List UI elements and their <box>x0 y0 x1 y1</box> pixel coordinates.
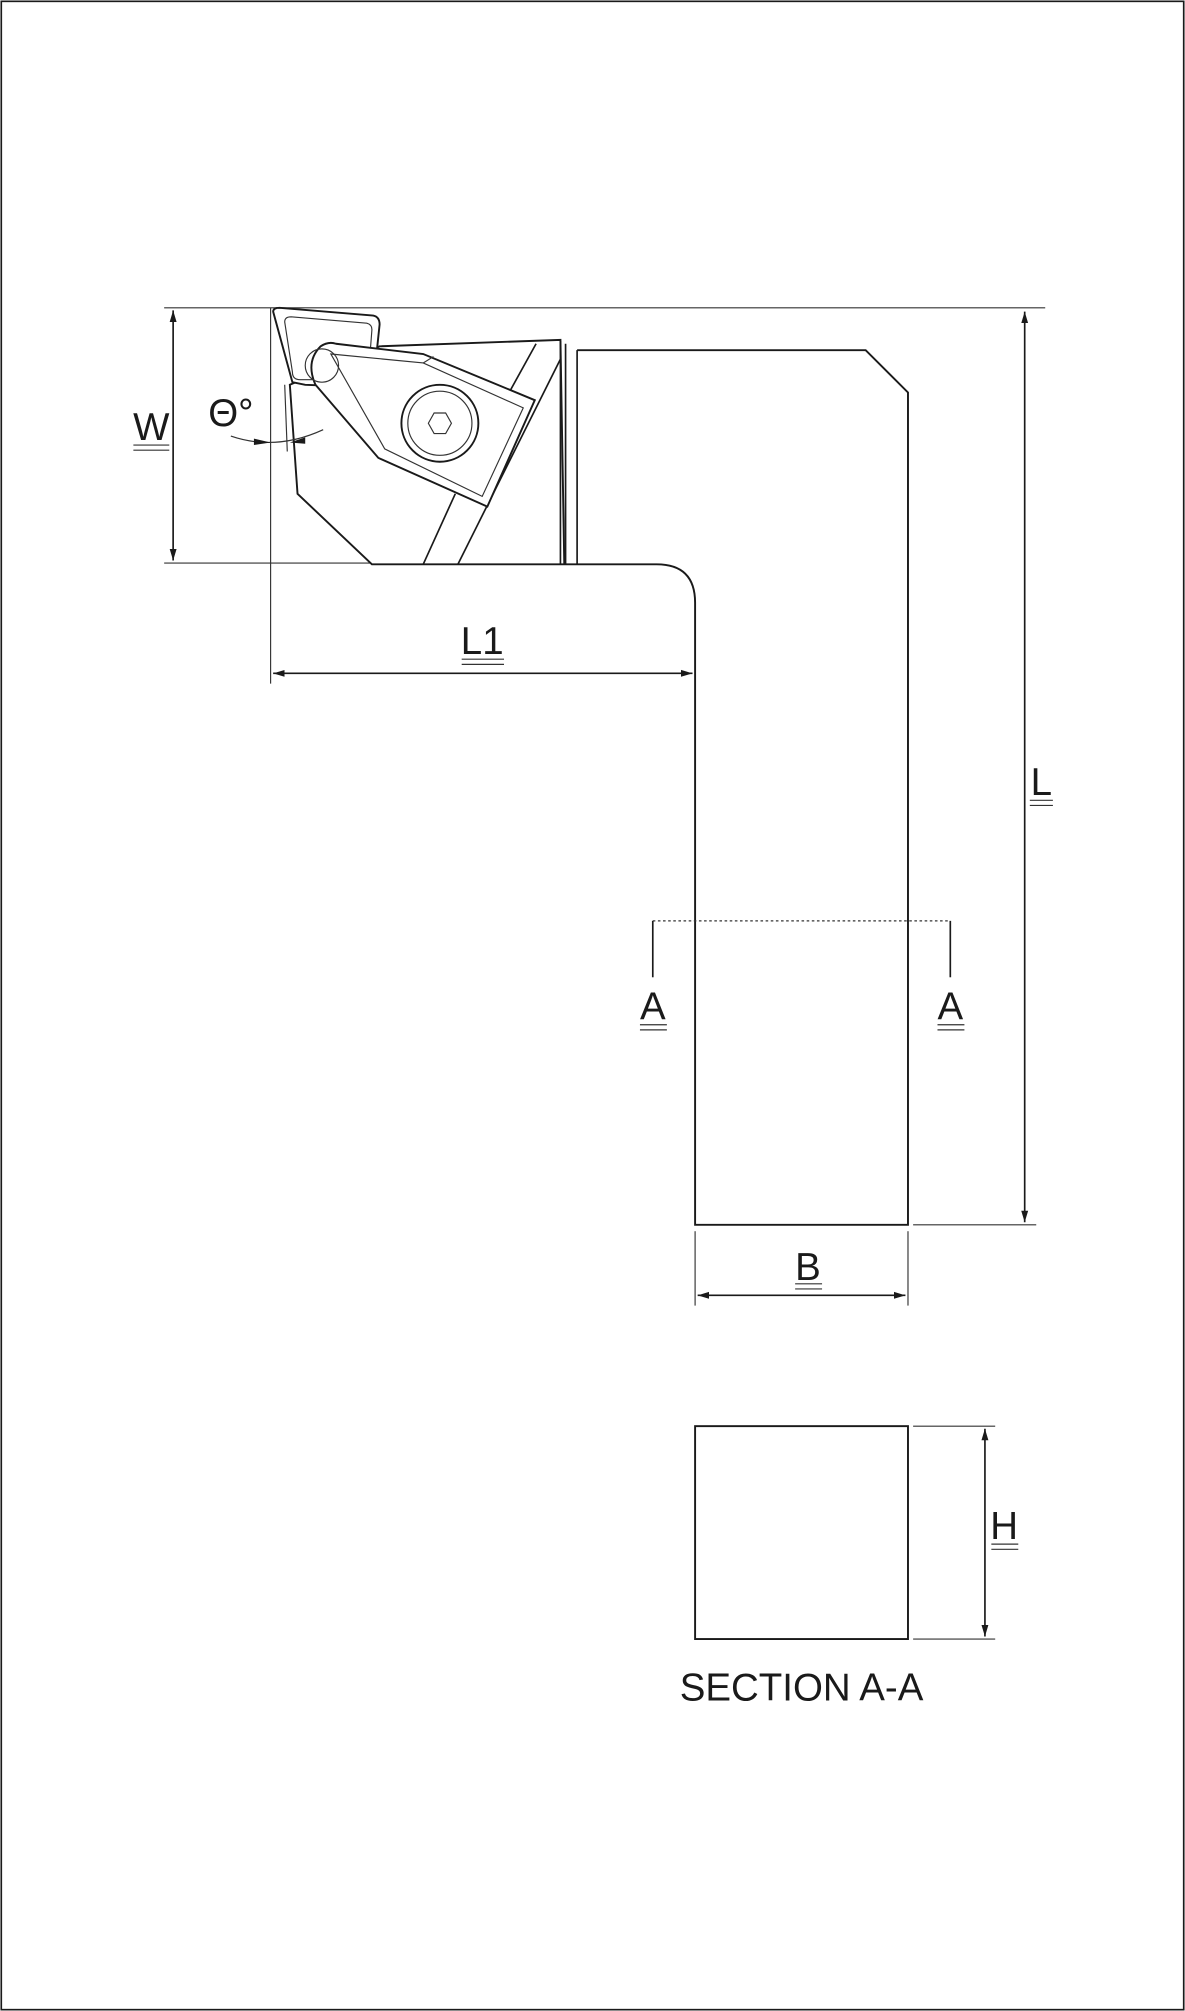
section-view <box>694 1425 909 1641</box>
angle-arc <box>230 429 324 444</box>
angle-label: Θ° <box>208 392 253 435</box>
section-title: SECTION A-A <box>680 1667 924 1710</box>
w-label: W <box>133 406 170 449</box>
l1-label: L1 <box>461 620 504 663</box>
h-label: H <box>990 1505 1018 1548</box>
l-label: L <box>1031 761 1052 804</box>
extension-lines <box>164 307 1046 1640</box>
hex-socket-icon <box>427 412 453 435</box>
section-mark-right: A <box>937 986 963 1029</box>
section-mark-left: A <box>640 986 666 1029</box>
b-label: B <box>795 1246 821 1289</box>
clamp-screw <box>400 383 480 463</box>
shank-outline <box>288 338 909 1226</box>
